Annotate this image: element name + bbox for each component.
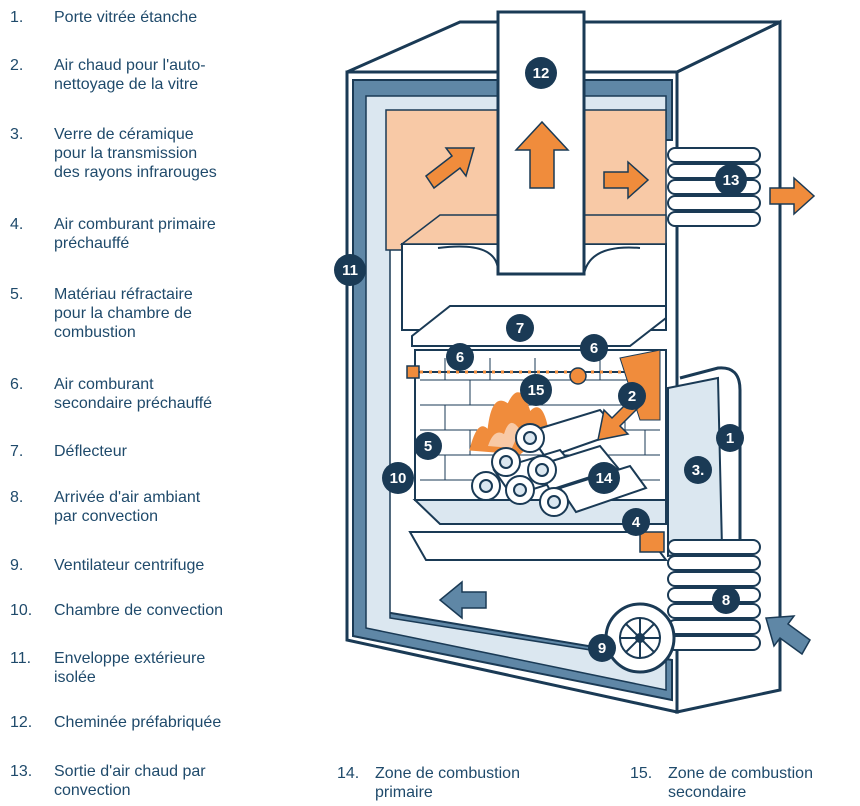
svg-text:11: 11 [342,262,358,279]
svg-text:12: 12 [533,65,550,82]
legend-label: Porte vitrée étanche [54,9,198,26]
legend-item: 2. Air chaud pour l'auto- nettoyage de l… [10,56,300,94]
hot-air-outlet-grille [667,147,761,227]
svg-text:3.: 3. [692,462,705,479]
legend-label: Air chaud pour l'auto- nettoyage de la v… [54,57,206,93]
badge-6b: 6 [580,334,608,362]
legend-item: 12. Cheminée préfabriquée [10,713,300,732]
secondary-air-inlet [406,365,420,379]
svg-text:14: 14 [596,470,613,487]
left-arrow-icon [438,580,487,620]
legend-label: Ventilateur centrifuge [54,557,205,574]
primary-air-inlet [639,531,665,553]
legend-number: 8. [10,489,24,506]
secondary-air-outlet [569,367,587,385]
legend-label: Cheminée préfabriquée [54,714,222,731]
legend-item: 13. Sortie d'air chaud par convection [10,762,300,800]
legend-label: Verre de céramique pour la transmission … [54,126,217,181]
chimney-hood [437,245,641,275]
badge-13: 13 [715,164,747,196]
legend-label: Zone de combustion secondaire [668,765,813,801]
svg-text:6: 6 [456,349,464,366]
legend-number: 12. [10,714,33,731]
diagonal-arrow-icon [424,147,475,190]
legend-item: 11. Enveloppe extérieure isolée [10,649,300,687]
outlet-arrow-icon [769,176,816,216]
badge-1: 1 [716,424,744,452]
badge-6a: 6 [446,343,474,371]
badge-4: 4 [622,508,650,536]
svg-text:9: 9 [598,640,606,657]
legend-item: 6. Air comburant secondaire préchauffé [10,375,300,413]
flame-inner [488,422,520,448]
legend-number: 11. [10,650,32,667]
right-arrow-icon [603,160,650,200]
svg-text:2: 2 [628,388,636,405]
legend-label: Zone de combustion primaire [375,765,520,801]
legend-number: 15. [630,765,653,782]
legend-number: 7. [10,443,24,460]
legend-label: Chambre de convection [54,602,223,619]
legend-item: 8. Arrivée d'air ambiant par convection [10,488,300,526]
svg-text:5: 5 [424,438,432,455]
legend-number: 2. [10,57,24,74]
legend-label: Enveloppe extérieure isolée [54,650,206,686]
legend-item: 1. Porte vitrée étanche [10,8,300,27]
legend-label: Matériau réfractaire pour la chambre de … [54,286,193,341]
legend-number: 9. [10,557,24,574]
legend-label: Arrivée d'air ambiant par convection [54,489,201,525]
stove-cutaway-illustration: 1 2 3. 4 5 6 6 7 8 9 10 11 12 13 14 15 [334,10,816,714]
ash-tray [408,531,668,561]
svg-text:15: 15 [528,382,545,399]
legend-label: Air comburant secondaire préchauffé [54,376,213,412]
legend-number: 14. [337,765,360,782]
svg-text:1: 1 [726,430,734,447]
legend-number: 1. [10,9,24,26]
badge-8: 8 [712,586,740,614]
logs [471,408,648,517]
badge-11: 11 [334,254,366,286]
cool-air-arrows [438,580,811,656]
svg-text:6: 6 [590,340,598,357]
convection-chamber [365,95,667,691]
legend-item: 7. Déflecteur [10,442,300,461]
legend-item: 9. Ventilateur centrifuge [10,556,300,575]
legend-number: 13. [10,763,33,780]
svg-text:7: 7 [516,320,524,337]
legend-label: Air comburant primaire préchauffé [54,216,216,252]
badge-12: 12 [525,57,557,89]
legend-item: 14. Zone de combustion primaire [337,764,557,802]
badge-3: 3. [684,456,712,484]
badge-7: 7 [506,314,534,342]
legend-item: 5. Matériau réfractaire pour la chambre … [10,285,300,342]
legend-number: 5. [10,286,24,303]
badges: 1 2 3. 4 5 6 6 7 8 9 10 11 12 13 14 15 [334,57,747,662]
legend-label: Déflecteur [54,443,127,460]
badge-15: 15 [520,374,552,406]
badge-2: 2 [618,382,646,410]
legend-label: Sortie d'air chaud par convection [54,763,206,799]
svg-text:4: 4 [632,514,641,531]
legend-number: 3. [10,126,24,143]
legend-item: 4. Air comburant primaire préchauffé [10,215,300,253]
badge-14: 14 [588,462,620,494]
svg-text:13: 13 [723,172,740,189]
inlet-arrow-icon [765,615,811,656]
svg-text:8: 8 [722,592,730,609]
badge-10: 10 [382,462,414,494]
up-arrow-icon [514,120,570,189]
deflector [411,305,667,347]
legend-number: 4. [10,216,24,233]
centrifugal-fan [604,602,676,674]
badge-5: 5 [414,432,442,460]
svg-text:10: 10 [390,470,407,487]
legend-item: 10. Chambre de convection [10,601,300,620]
legend-number: 6. [10,376,24,393]
legend-item: 15. Zone de combustion secondaire [630,764,850,802]
legend-item: 3. Verre de céramique pour la transmissi… [10,125,300,182]
legend-number: 10. [10,602,33,619]
badge-9: 9 [588,634,616,662]
